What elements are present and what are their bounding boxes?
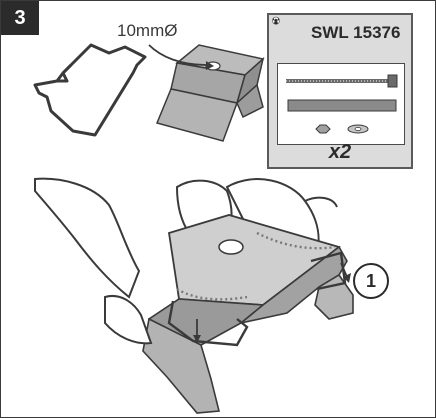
callout-number-1: 1 (353, 263, 389, 299)
step-number-badge: 3 (1, 1, 39, 35)
bracket-installed (104, 214, 354, 414)
football-logo-icon (272, 16, 280, 25)
wire-clip-icon (33, 43, 147, 137)
kit-parts-list (277, 63, 405, 145)
hole-diameter-label: 10mmØ (117, 21, 178, 40)
spacer-tube-icon (287, 99, 397, 112)
nut-icon (315, 124, 331, 134)
kit-parts-drawing (286, 74, 398, 134)
kit-quantity: x2 (328, 141, 352, 163)
bolt-icon (286, 74, 398, 88)
kit-part-code: SWL 15376 (311, 23, 401, 42)
parts-kit-panel: SWL 15376 x2 (267, 13, 413, 169)
